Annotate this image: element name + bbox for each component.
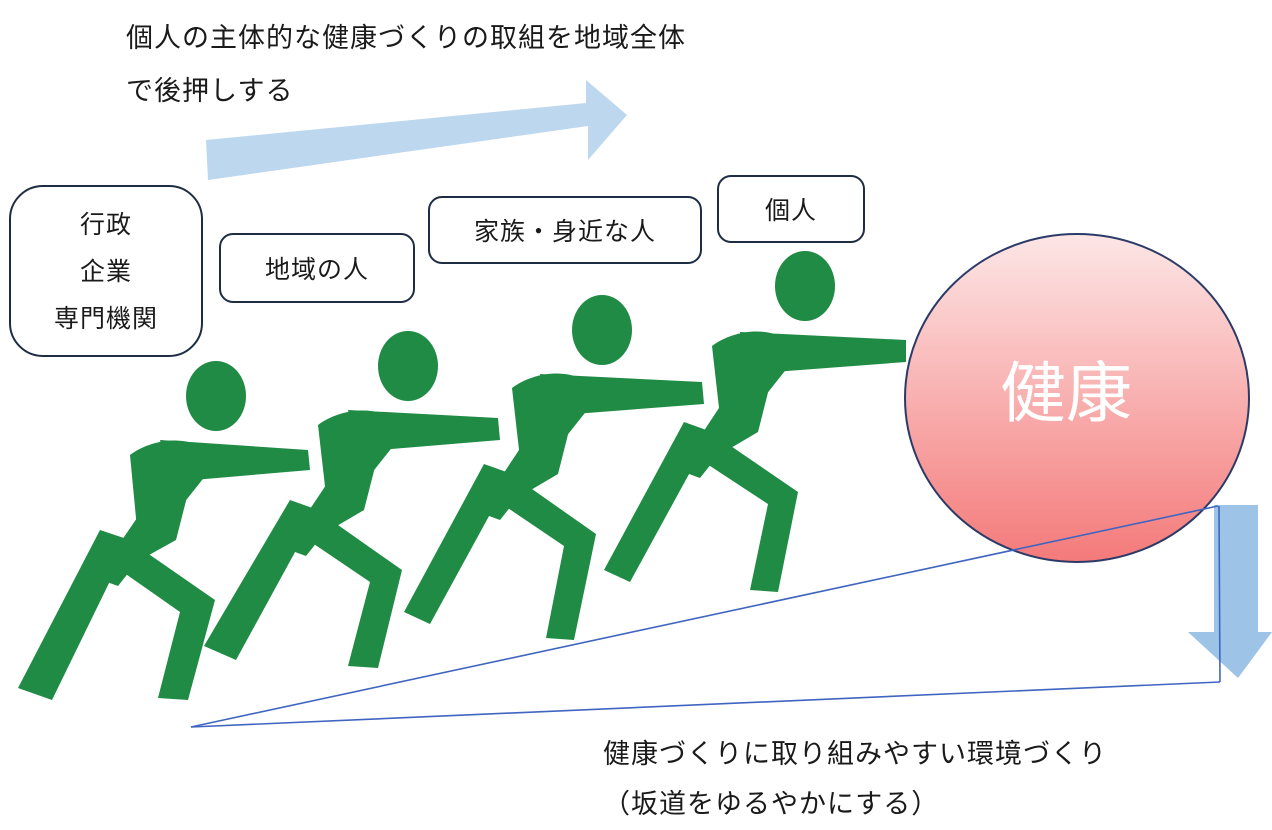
footer-line1: 健康づくりに取り組みやすい環境づくり bbox=[603, 739, 1107, 770]
box-government: 行政 企業 専門機関 bbox=[9, 185, 203, 357]
figure-government bbox=[18, 361, 310, 700]
box-individual-label: 個人 bbox=[764, 196, 817, 225]
down-arrow bbox=[1188, 505, 1272, 678]
figure-community bbox=[204, 331, 500, 668]
heading-line2: で後押しする bbox=[126, 76, 294, 107]
slope-line-upper bbox=[190, 505, 1219, 728]
heading-line1: 個人の主体的な健康づくりの取組を地域全体 bbox=[126, 23, 686, 54]
box-community-label: 地域の人 bbox=[264, 255, 369, 284]
box-family: 家族・身近な人 bbox=[428, 196, 702, 264]
box-government-line3: 専門機関 bbox=[53, 303, 158, 333]
box-individual: 個人 bbox=[717, 175, 865, 243]
footer: 健康づくりに取り組みやすい環境づくり （坂道をゆるやかにする） bbox=[603, 730, 1223, 830]
box-government-line1: 行政 bbox=[79, 209, 132, 239]
ball-label: 健康 bbox=[1000, 355, 1132, 432]
heading: 個人の主体的な健康づくりの取組を地域全体 で後押しする bbox=[126, 12, 746, 118]
slope-line-vertical bbox=[1218, 505, 1221, 683]
support-arrow bbox=[206, 80, 627, 180]
box-family-label: 家族・身近な人 bbox=[473, 217, 656, 246]
slope-line-lower bbox=[190, 681, 1221, 728]
footer-line2: （坂道をゆるやかにする） bbox=[603, 789, 940, 820]
figure-individual bbox=[604, 251, 906, 592]
box-community: 地域の人 bbox=[219, 233, 415, 303]
health-ball bbox=[904, 233, 1250, 563]
figure-family bbox=[404, 295, 704, 640]
box-government-line2: 企業 bbox=[79, 256, 132, 286]
